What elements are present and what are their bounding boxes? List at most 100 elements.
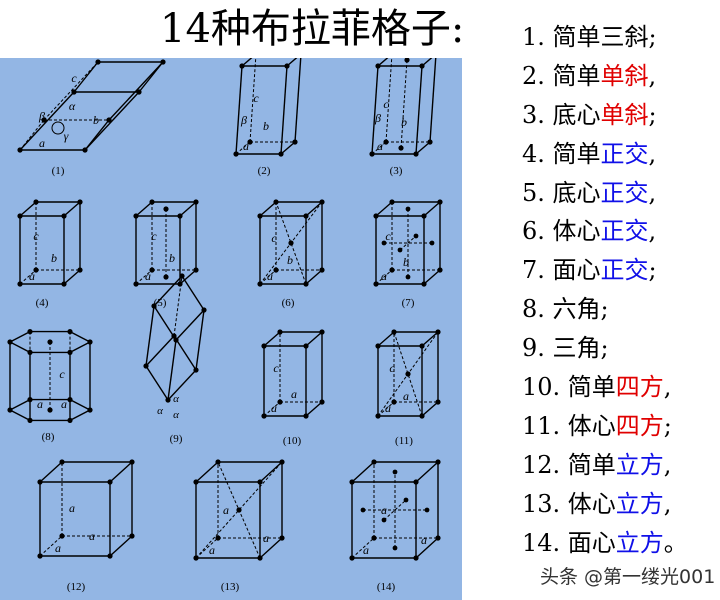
cell-edge — [421, 331, 439, 347]
lattice-point — [129, 533, 135, 539]
axis-label: b — [263, 119, 269, 133]
axis-label: a — [263, 531, 269, 545]
item-highlight: 正交 — [600, 217, 649, 246]
axis-label: c — [385, 229, 391, 243]
watermark: 头条 @第一缕光001 — [540, 562, 715, 592]
lattice-point — [369, 151, 375, 157]
lattice-point — [61, 213, 67, 219]
lattice-point — [437, 199, 443, 205]
lattice-point — [165, 397, 171, 403]
hidden-edge — [135, 269, 153, 285]
cell-edge — [9, 330, 31, 343]
item-base: 简单 — [552, 61, 601, 90]
cell-edge — [145, 365, 169, 401]
lattice-point — [279, 535, 285, 541]
item-highlight: 单斜 — [600, 61, 649, 90]
lattice-point — [33, 267, 39, 273]
axis-label: a — [381, 503, 387, 517]
axis-label: b — [287, 253, 293, 267]
cell-edge — [241, 58, 253, 67]
cell-edge — [9, 409, 31, 422]
lattice-point — [215, 535, 221, 541]
cell-edge — [259, 201, 277, 217]
list-item: 10. 简单四方, — [522, 368, 720, 407]
lattice-point — [284, 63, 290, 69]
page-title: 14种布拉菲格子: — [160, 6, 465, 52]
lattice-point — [77, 267, 83, 273]
list-item: 11. 体心四方; — [522, 407, 720, 446]
lattice-point — [27, 397, 33, 403]
cell-edge — [235, 65, 243, 155]
hidden-edge — [263, 401, 281, 417]
hidden-edge — [377, 401, 395, 417]
lattice-point — [398, 145, 404, 151]
lattice-caption: (10) — [283, 435, 302, 447]
lattice-cell-10: caa(10) — [261, 329, 325, 447]
item-prefix: 2. — [522, 61, 553, 90]
lattice-point — [171, 333, 177, 339]
cell-edge — [423, 201, 441, 217]
list-item: 9. 三角; — [522, 329, 720, 368]
lattice-point — [193, 267, 199, 273]
cell-edge — [138, 61, 164, 93]
lattice-caption: (13) — [221, 581, 240, 593]
axis-label: b — [403, 255, 409, 269]
lattice-point — [133, 281, 139, 287]
item-base: 面心 — [552, 256, 601, 285]
lattice-point — [27, 329, 33, 335]
cell-edge — [305, 201, 323, 217]
lattice-point — [371, 459, 377, 465]
cell-edge — [9, 398, 31, 411]
list-item: 1. 简单三斜; — [522, 18, 720, 57]
item-base: 简单 — [552, 139, 601, 168]
axis-label: a — [37, 397, 43, 411]
axis-label: a — [421, 533, 427, 547]
lattice-point — [151, 303, 157, 309]
axis-label: β — [374, 111, 381, 125]
list-item: 2. 简单单斜, — [522, 57, 720, 96]
lattice-point — [193, 367, 199, 373]
lattice-caption: (12) — [67, 581, 86, 593]
item-suffix: ; — [663, 411, 672, 440]
item-prefix: 10. — [522, 373, 568, 402]
lattice-point — [419, 343, 425, 349]
lattice-caption: (11) — [395, 435, 413, 447]
axis-label: β — [240, 113, 247, 127]
lattice-point — [277, 329, 283, 335]
lattice-point — [303, 343, 309, 349]
lattice-point — [77, 199, 83, 205]
cell-edge — [280, 65, 288, 155]
cell-edge — [63, 201, 81, 217]
lattice-point — [277, 399, 283, 405]
lattice-point — [107, 553, 113, 559]
cell-edge — [69, 409, 91, 422]
axis-label: a — [39, 136, 45, 150]
axis-label: a — [223, 503, 229, 517]
item-base: 三角 — [552, 334, 601, 363]
axis-label: a — [403, 389, 409, 403]
lattice-point — [136, 89, 142, 95]
lattice-point — [179, 273, 185, 279]
cell-edge — [259, 461, 283, 483]
cell-edge — [69, 341, 91, 354]
cell-edge — [305, 401, 323, 417]
lattice-point — [421, 281, 427, 287]
cell-edge — [305, 331, 323, 347]
item-base: 底心 — [552, 100, 601, 129]
lattice-point — [193, 479, 199, 485]
lattice-point — [424, 507, 430, 513]
list-item: 5. 底心正交, — [522, 174, 720, 213]
lattice-caption: (2) — [258, 165, 271, 177]
lattice-point — [41, 117, 47, 123]
cell-edge — [9, 341, 31, 354]
lattice-caption: (9) — [170, 433, 183, 445]
lattice-point — [405, 274, 411, 280]
item-suffix: ; — [600, 334, 609, 363]
lattice-point — [201, 307, 207, 313]
lattice-point — [177, 213, 183, 219]
lattice-point — [373, 213, 379, 219]
axis-label: a — [377, 139, 383, 153]
item-suffix: ; — [648, 256, 657, 285]
lattice-point — [319, 399, 325, 405]
